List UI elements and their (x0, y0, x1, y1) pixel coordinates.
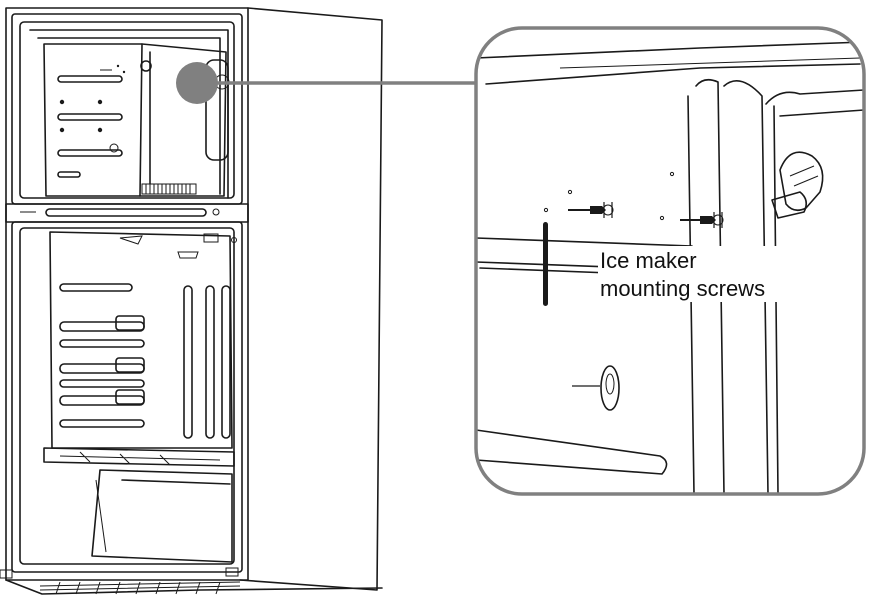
base-grille (0, 567, 383, 595)
screw-icon (568, 202, 614, 218)
cabinet-front-frame (5, 7, 249, 581)
zoom-detail-panel: Ice maker mounting screws (474, 26, 866, 496)
callout-label-line1: Ice maker (600, 248, 697, 273)
screw-icon (680, 212, 724, 228)
freezer-compartment (11, 13, 243, 205)
refrigerator (0, 7, 383, 595)
fresh-food-compartment (11, 221, 243, 573)
fan-grille (141, 183, 197, 195)
keyhole-icon (572, 365, 620, 411)
callout-label-line2: mounting screws (600, 276, 765, 301)
highlight-dot-icon (176, 62, 218, 104)
vertical-bracket (543, 222, 548, 306)
cabinet-side-panel (239, 7, 383, 591)
callout-label-background (598, 246, 780, 302)
zoom-border (474, 26, 866, 496)
compartment-divider (5, 203, 249, 223)
ice-maker-fitting (771, 151, 824, 219)
